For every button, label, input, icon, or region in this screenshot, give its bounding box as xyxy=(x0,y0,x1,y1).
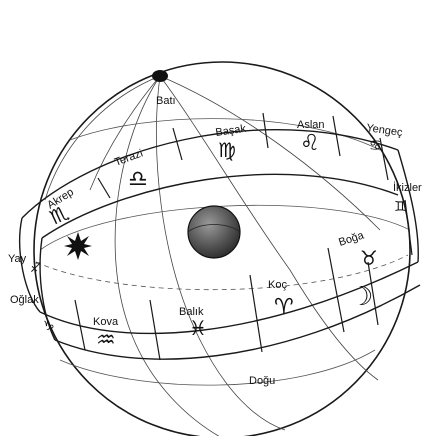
label-kova: Kova xyxy=(93,316,119,328)
aquarius-icon: ♒ xyxy=(96,328,116,353)
virgo-icon: ♍ xyxy=(218,138,236,162)
leo-icon: ♌ xyxy=(300,131,320,156)
gemini-icon: ♊ xyxy=(394,199,407,215)
label-oglak: Oğlak xyxy=(10,294,39,306)
aries-icon: ♈ xyxy=(274,295,294,320)
moon-icon: ☽ xyxy=(350,282,373,312)
label-koc: Koç xyxy=(268,279,287,291)
sagittarius-icon: ♐ xyxy=(30,261,42,276)
label-ikizler: İkizler xyxy=(393,181,422,194)
label-terazi: Terazi xyxy=(113,148,145,169)
pisces-icon: ♓ xyxy=(189,316,207,340)
capricorn-icon: ♑ xyxy=(43,319,55,334)
earth-terminator xyxy=(187,224,241,233)
label-balik: Balık xyxy=(179,306,204,318)
meridian-lines xyxy=(44,75,381,439)
label-aslan: Aslan xyxy=(297,119,325,131)
label-yay: Yay xyxy=(8,253,27,265)
label-basak: Başak xyxy=(215,123,247,139)
zodiac-band xyxy=(19,129,421,360)
cancer-icon: ♋ xyxy=(369,138,382,154)
label-yengec: Yengeç xyxy=(366,122,404,139)
sun-icon xyxy=(64,232,92,260)
pole-dot xyxy=(152,70,168,82)
libra-icon: ♎ xyxy=(128,167,148,192)
label-bati: Batı xyxy=(156,95,176,107)
earth xyxy=(187,205,241,259)
label-dogu: Doğu xyxy=(249,375,275,387)
band-dividers xyxy=(74,112,413,361)
taurus-icon: ♉ xyxy=(360,246,378,270)
